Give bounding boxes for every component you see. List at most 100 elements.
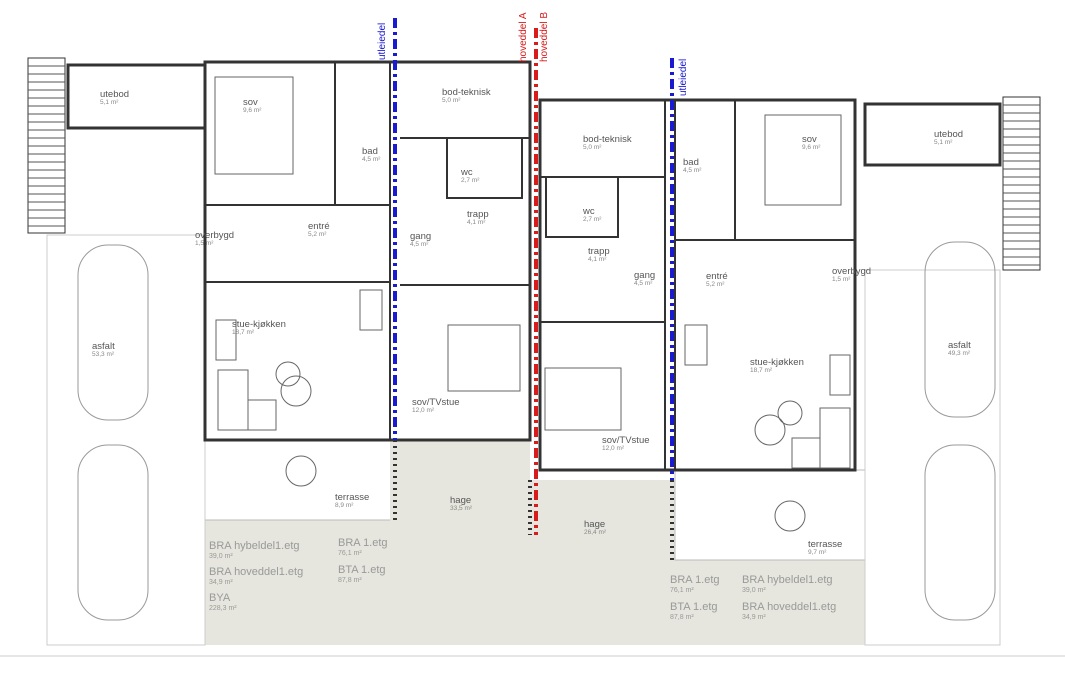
- room-area: 4,1 m²: [467, 218, 486, 226]
- room-area: 2,7 m²: [583, 215, 602, 223]
- summary-name: BRA 1.etg: [670, 574, 720, 586]
- hage-left: [390, 440, 530, 520]
- summary-area: 34,9 m²: [209, 578, 233, 586]
- room-name: gang: [410, 231, 432, 242]
- room-name: stue-kjøkken: [232, 319, 286, 330]
- room-name: entré: [706, 271, 728, 282]
- room-name: bad: [362, 146, 378, 157]
- room-name: utebod: [100, 89, 130, 100]
- room-name: overbygd: [832, 266, 872, 277]
- summary-area: 34,9 m²: [742, 613, 766, 621]
- room-area: 12,0 m²: [602, 444, 625, 452]
- room-name: sov/TVstue: [412, 397, 460, 408]
- room-area: 4,1 m²: [588, 255, 607, 263]
- summary-name: BRA hybeldel1.etg: [742, 574, 833, 586]
- room-name: bad: [683, 157, 699, 168]
- room-name: sov: [243, 97, 258, 108]
- room-name: hage: [450, 495, 472, 506]
- utebod-right: [863, 102, 1002, 167]
- summary-area: 228,3 m²: [209, 604, 237, 612]
- room-area: 26,4 m²: [584, 528, 607, 536]
- room-name: gang: [634, 270, 656, 281]
- room-name: stue-kjøkken: [750, 357, 804, 368]
- room-name: wc: [461, 167, 473, 178]
- summary-name: BTA 1.etg: [338, 564, 386, 576]
- room-name: bod-teknisk: [583, 134, 632, 145]
- hoveddel-b-label: hoveddel B: [539, 11, 550, 62]
- room-name: sov/TVstue: [602, 435, 650, 446]
- room-name: utebod: [934, 129, 964, 140]
- room-name: wc: [583, 206, 595, 217]
- summary-area: 87,8 m²: [670, 613, 694, 621]
- room-name: trapp: [467, 209, 489, 220]
- room-area: 5,0 m²: [442, 96, 461, 104]
- room-area: 1,5 m²: [832, 275, 851, 283]
- building-left-walls: [203, 60, 532, 442]
- room-area: 4,5 m²: [683, 166, 702, 174]
- summary-area: 87,8 m²: [338, 576, 362, 584]
- summary-name: BRA hoveddel1.etg: [209, 566, 304, 578]
- outdoor-area-left: [205, 520, 530, 645]
- room-name: asfalt: [948, 340, 971, 351]
- asfalt-left-area: [46, 234, 206, 646]
- room-area: 5,1 m²: [934, 138, 953, 146]
- room-area: 33,5 m²: [450, 504, 473, 512]
- room-area: 9,7 m²: [808, 548, 827, 556]
- room-name: terrasse: [335, 492, 370, 503]
- stair-right: [1002, 96, 1041, 271]
- furniture: [214, 76, 851, 532]
- room-name: entré: [308, 221, 330, 232]
- room-area: 1,5 m²: [195, 239, 214, 247]
- room-area: 8,9 m²: [335, 501, 354, 509]
- summary-name: BRA 1.etg: [338, 537, 388, 549]
- room-name: bod-teknisk: [442, 87, 491, 98]
- room-area: 4,5 m²: [410, 240, 429, 248]
- cars: [77, 241, 996, 621]
- room-area: 53,3 m²: [92, 350, 115, 358]
- room-area: 9,6 m²: [802, 143, 821, 151]
- room-name: terrasse: [808, 539, 843, 550]
- hoveddel-a-label: hoveddel A: [518, 12, 529, 63]
- summary-name: BTA 1.etg: [670, 601, 718, 613]
- building-right-walls: [538, 98, 857, 472]
- room-area: 18,7 m²: [232, 328, 255, 336]
- room-area: 5,0 m²: [583, 143, 602, 151]
- summary-area: 76,1 m²: [670, 586, 694, 594]
- room-name: trapp: [588, 246, 610, 257]
- utleiedel-label-left: utleiedel: [377, 22, 388, 60]
- summary-area: 39,0 m²: [742, 586, 766, 594]
- room-area: 5,2 m²: [706, 280, 725, 288]
- summary-area: 39,0 m²: [209, 552, 233, 560]
- room-area: 49,3 m²: [948, 349, 971, 357]
- summary-name: BRA hybeldel1.etg: [209, 540, 300, 552]
